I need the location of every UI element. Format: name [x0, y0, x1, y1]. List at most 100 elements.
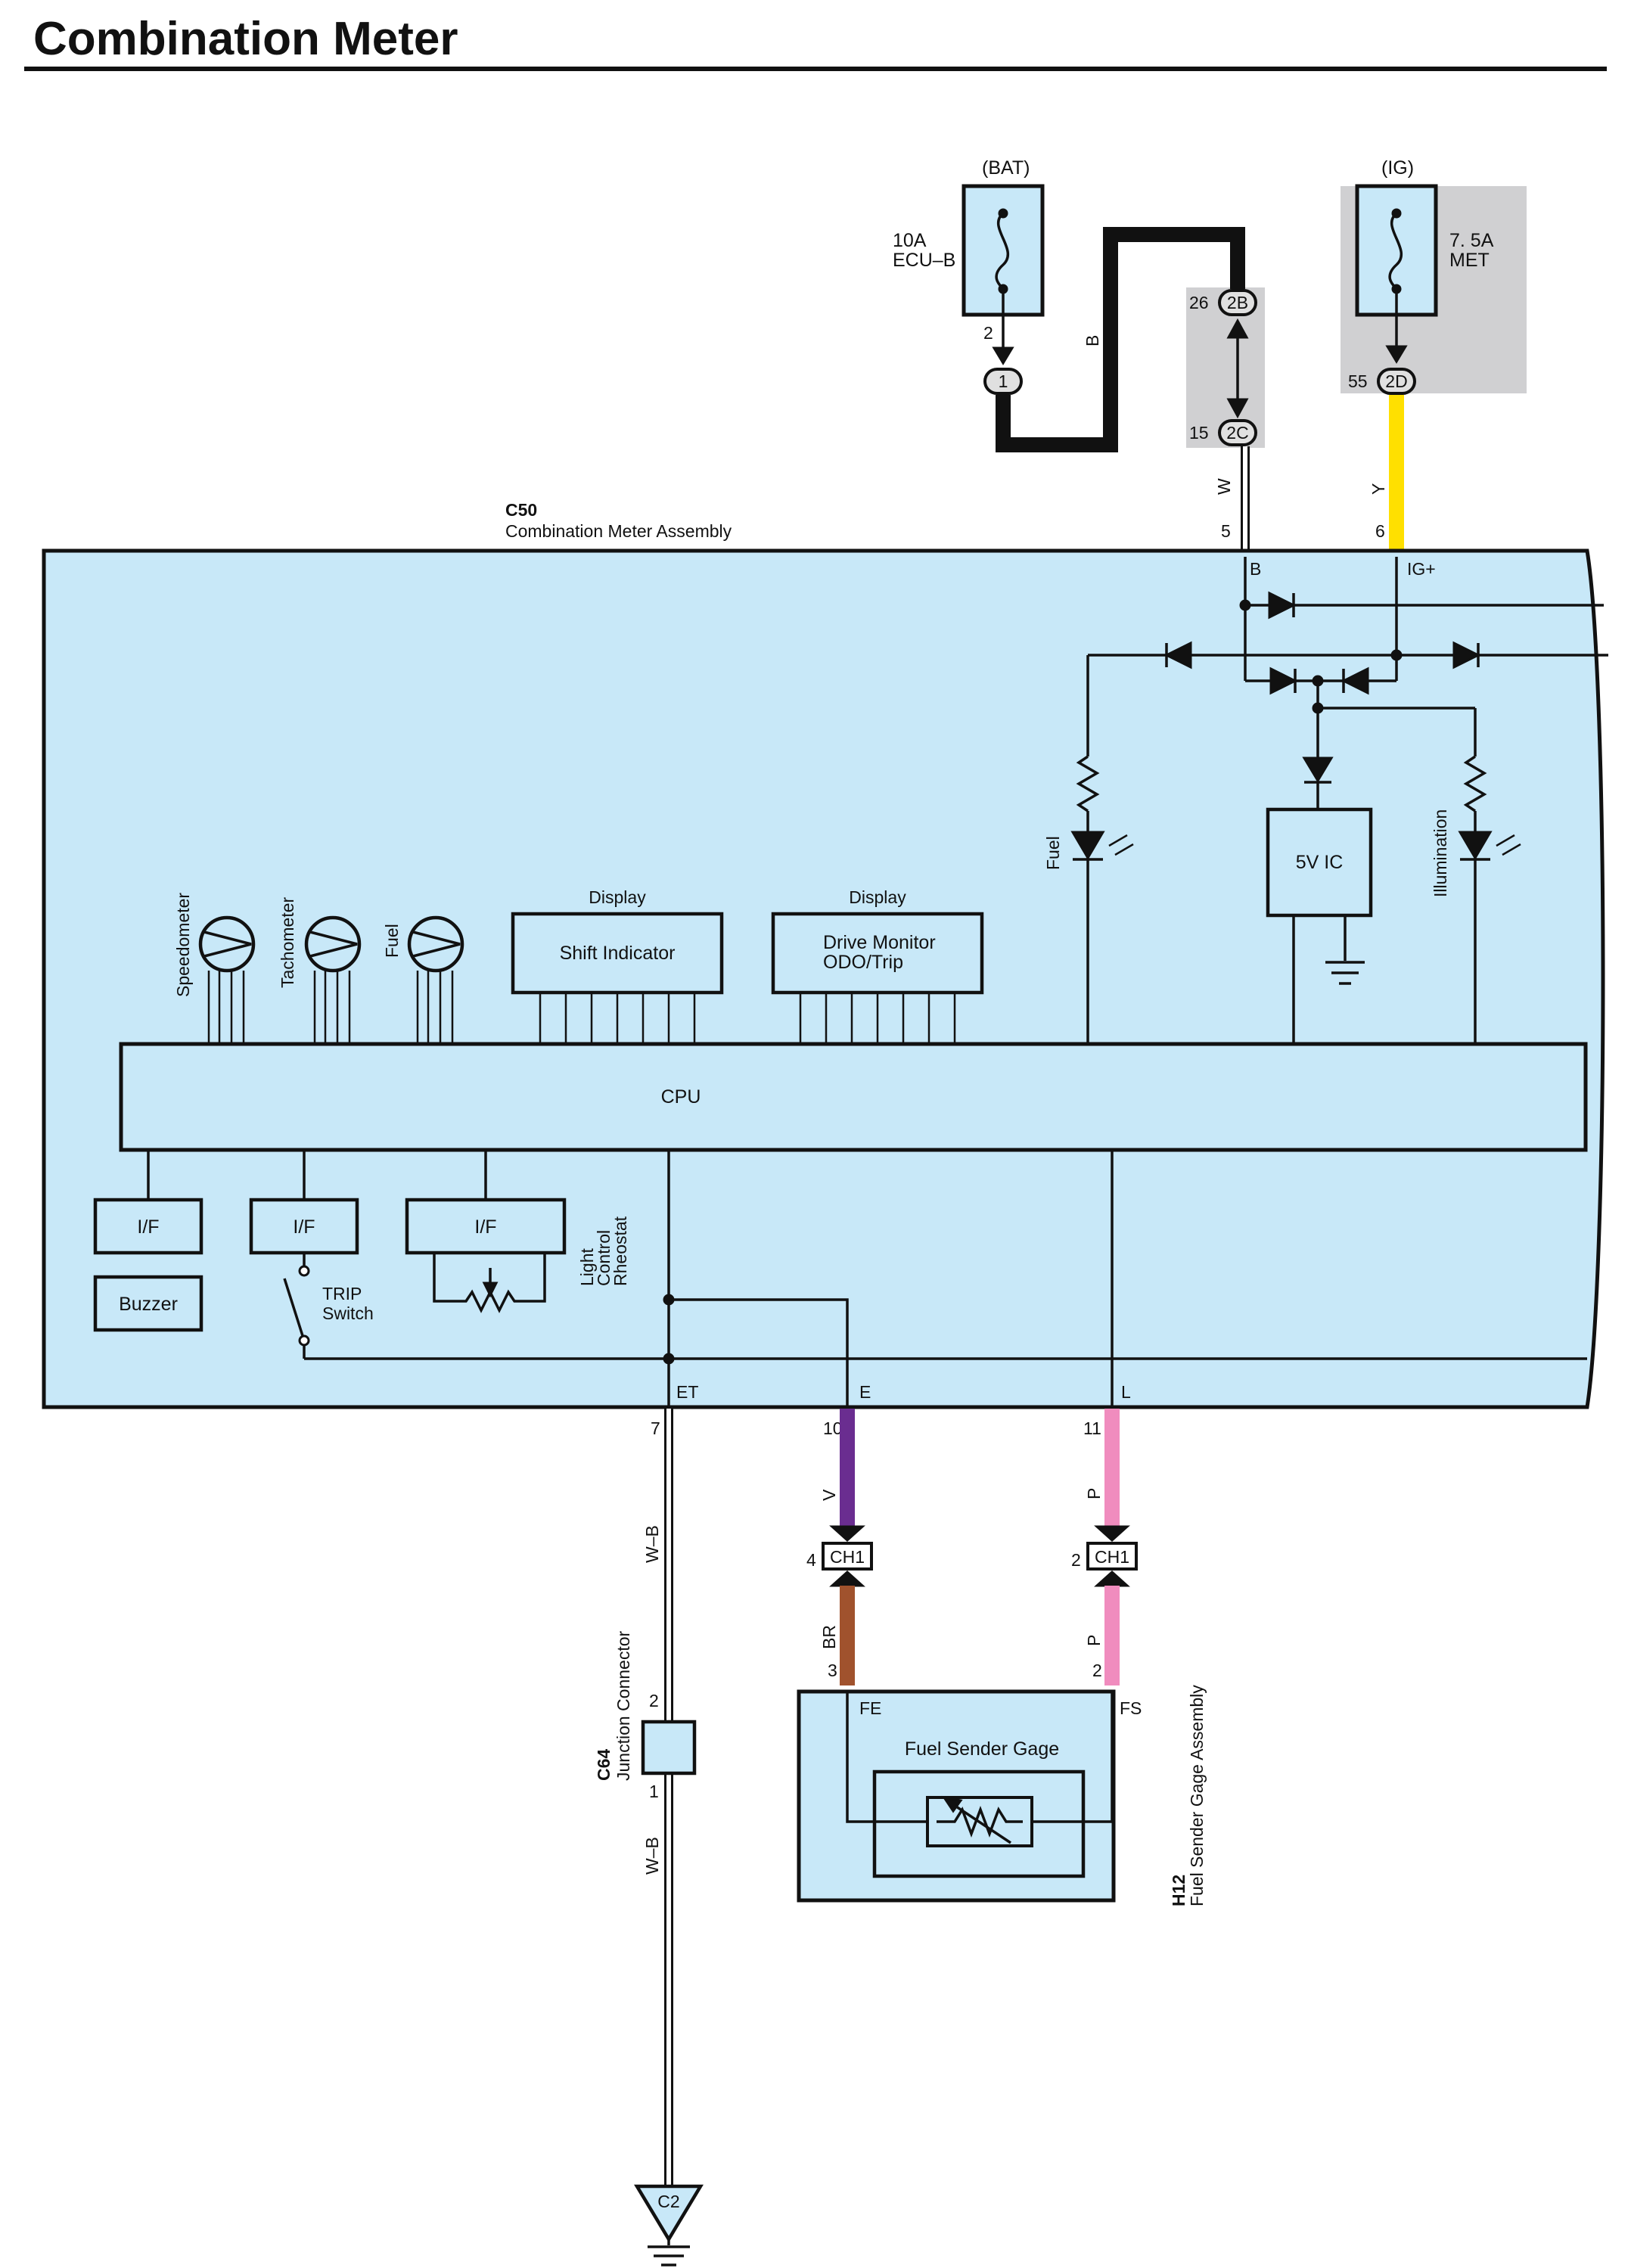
junction-dot [663, 1353, 675, 1365]
jc-name: Junction Connector [614, 1630, 633, 1781]
ch1-left-connector [822, 1542, 873, 1571]
ground-point [634, 2184, 704, 2243]
wire-wb-label-2: W–B [642, 1837, 662, 1875]
gauge-needle [309, 931, 358, 958]
fuel-led-label: Fuel [1043, 836, 1063, 870]
bat-fuse-amp: 10A [893, 230, 927, 251]
junction-bottom-conn-label: 2C [1226, 423, 1248, 443]
if1-label: I/F [137, 1216, 159, 1238]
rheostat-label-1: Light [577, 1248, 597, 1286]
diode-icon [1163, 641, 1192, 670]
ic-5v [1266, 807, 1373, 918]
fuse-terminal-dot [1391, 208, 1402, 219]
drive-monitor-display [771, 912, 984, 995]
trip-label-1: TRIP [322, 1284, 362, 1303]
trip-label-2: Switch [322, 1303, 374, 1323]
display2-pins [799, 993, 956, 1044]
bat-connector [983, 368, 1023, 395]
buzzer [93, 1275, 203, 1332]
junction-connector [641, 1720, 697, 1776]
gauge-wires [313, 971, 351, 1044]
resistor-icon [1463, 755, 1487, 812]
gauge-needle [412, 931, 461, 958]
jc-code: C64 [594, 1749, 614, 1781]
jc-pin-top: 2 [649, 1691, 659, 1710]
switch-contact-icon [298, 1265, 310, 1277]
gauge-icon [198, 915, 256, 973]
bat-label: (BAT) [982, 157, 1030, 179]
meter-code: C50 [505, 500, 537, 520]
meter-pin-b: 5 [1221, 521, 1231, 541]
illum-led-label: Illumination [1431, 809, 1450, 897]
diode-icon [1268, 591, 1297, 620]
bat-fuse-name: ECU–B [893, 250, 955, 271]
wire-b-black [996, 227, 1245, 452]
terminal-l: L [1121, 1382, 1131, 1402]
display2-line2: ODO/Trip [823, 952, 903, 973]
junction-top-pin: 26 [1189, 293, 1209, 312]
wire-v-label: V [819, 1489, 839, 1501]
wire-p-label-1: P [1084, 1488, 1104, 1499]
diode-icon [1341, 666, 1369, 695]
ic-label: 5V IC [1296, 852, 1344, 873]
fuel-gauge-label: Fuel [382, 924, 402, 958]
bat-pin: 2 [983, 323, 993, 343]
gauge-icon [407, 915, 464, 973]
junction-bottom-pin: 15 [1189, 423, 1209, 443]
wire-w-label: W [1214, 478, 1234, 495]
ig-fuse-amp: 7. 5A [1449, 230, 1494, 251]
diode-icon [1269, 666, 1298, 695]
arrow-icon [941, 1795, 963, 1813]
ch1-left-pin: 4 [806, 1550, 816, 1570]
sender-code: H12 [1169, 1875, 1188, 1906]
ig-pin: 55 [1348, 371, 1368, 391]
ch1-left-label: CH1 [830, 1547, 865, 1567]
arrow-up-icon [829, 1570, 865, 1587]
gauge-wires [207, 971, 245, 1044]
wire-b-label: B [1083, 335, 1102, 346]
diode-icon [1302, 757, 1334, 783]
arrow-up-icon [1226, 318, 1249, 339]
meter-name: Combination Meter Assembly [505, 521, 732, 541]
sender-pin-fs: 2 [1092, 1661, 1102, 1680]
ig-label: (IG) [1381, 157, 1414, 179]
cpu-block [119, 1042, 1588, 1152]
meter-pin-ig: 6 [1375, 521, 1385, 541]
resistor-icon [937, 1806, 1023, 1838]
display2-title: Display [849, 887, 906, 907]
buzzer-label: Buzzer [119, 1294, 178, 1315]
if2-label: I/F [293, 1216, 315, 1238]
arrow-down-icon [992, 346, 1014, 365]
sender-internal-wire [846, 1693, 1114, 1823]
ig-fuse-name: MET [1449, 250, 1490, 271]
fuse-element-icon [995, 212, 1009, 290]
ch1-right-label: CH1 [1095, 1547, 1129, 1567]
unused [2, 1409, 847, 1543]
display1-title: Display [589, 887, 646, 907]
tachometer-label: Tachometer [278, 896, 297, 988]
display1-label: Shift Indicator [560, 943, 676, 964]
light-rays-icon [1496, 834, 1521, 856]
page-title: Combination Meter [33, 13, 458, 65]
variable-arrow-line [946, 1799, 1011, 1844]
arrow-down-icon [1094, 1525, 1130, 1543]
junction-top-connector [1218, 289, 1257, 316]
jc-pin-bottom: 1 [649, 1782, 659, 1801]
terminal-fs: FS [1120, 1698, 1142, 1718]
terminal-b: B [1250, 559, 1261, 579]
gauge-wires [416, 971, 454, 1044]
fuse-element-icon [1388, 212, 1403, 290]
rheostat-label-3: Rheostat [610, 1216, 630, 1286]
tachometer-gauge: Tachometer [278, 896, 362, 1044]
ch1-right-pin: 2 [1071, 1550, 1081, 1570]
junction-dot [1239, 599, 1251, 611]
fuel-sender-gage [872, 1769, 1086, 1878]
wire-br-label: BR [819, 1625, 839, 1649]
cpu-label: CPU [661, 1086, 701, 1108]
switch-icon [283, 1278, 306, 1341]
wire-p-label-2: P [1084, 1635, 1104, 1646]
e-line [669, 1298, 849, 1407]
terminal-fe: FE [859, 1698, 881, 1718]
diode-icon [1452, 641, 1481, 670]
